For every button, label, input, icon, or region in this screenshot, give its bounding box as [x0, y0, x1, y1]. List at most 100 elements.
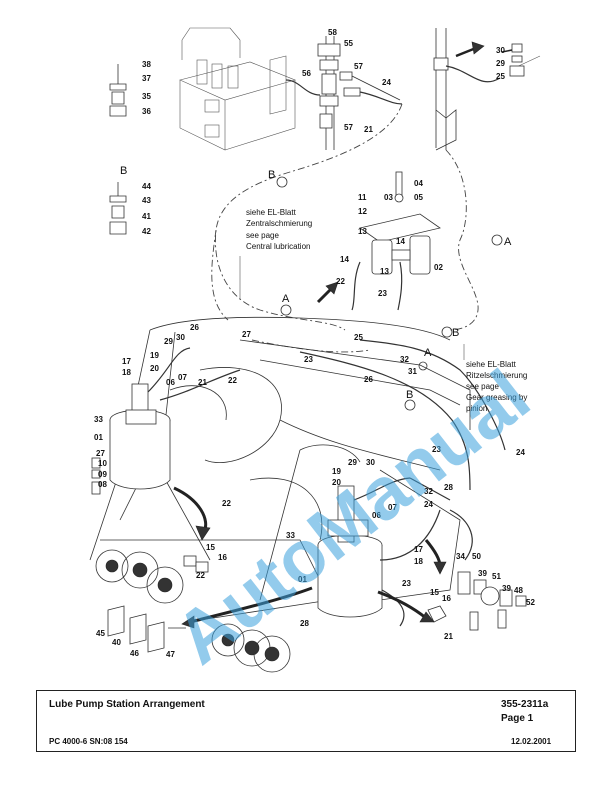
part-label: 24 — [424, 500, 433, 509]
part-label: 14 — [340, 255, 349, 264]
part-label: 38 — [142, 60, 151, 69]
machine-frame — [89, 316, 471, 621]
callout-b-top: B — [268, 169, 275, 181]
callout-b-circle-lower — [404, 399, 416, 411]
part-label: 28 — [300, 619, 309, 628]
svg-text:Ritzelschmierung: Ritzelschmierung — [466, 371, 527, 380]
rollers-left — [95, 549, 184, 604]
part-label: 04 — [414, 179, 423, 188]
part-label: 32 — [400, 355, 409, 364]
part-label: 50 — [472, 552, 481, 561]
title-block: Lube Pump Station Arrangement 355-2311a … — [36, 690, 576, 752]
doc-number: 355-2311a — [501, 699, 549, 710]
svg-text:Zentralschmierung: Zentralschmierung — [246, 219, 312, 228]
part-label: 27 — [242, 330, 251, 339]
part-label: 31 — [408, 367, 417, 376]
pump-tank-right — [317, 477, 441, 627]
part-label: 06 — [372, 511, 381, 520]
part-label: 13 — [358, 227, 367, 236]
part-label: 19 — [332, 467, 341, 476]
part-label: 15 — [206, 543, 215, 552]
callout-a-mid: A — [282, 293, 290, 305]
part-label: 02 — [434, 263, 443, 272]
pump-tank-left — [109, 347, 241, 490]
part-label: 22 — [222, 499, 231, 508]
part-label: 26 — [364, 375, 373, 384]
part-label: 07 — [388, 503, 397, 512]
part-label: 07 — [178, 373, 187, 382]
part-label: 43 — [142, 196, 151, 205]
part-label: 16 — [442, 594, 451, 603]
part-label: 21 — [444, 632, 453, 641]
part-label: 28 — [444, 483, 453, 492]
part-label: 45 — [96, 629, 105, 638]
pump-block-drawing — [179, 27, 321, 151]
lube-pump-diagram: B A A B A B B siehe EL-Blatt Zentralschm… — [89, 27, 545, 680]
part-label: 42 — [142, 227, 151, 236]
note-central-lubrication: siehe EL-Blatt Zentralschmierung see pag… — [246, 208, 312, 251]
note-pinion-greasing: siehe EL-Blatt Ritzelschmierung see page… — [466, 360, 527, 413]
part-label: 29 — [496, 59, 505, 68]
part-label: 44 — [142, 182, 151, 191]
part-label: 57 — [344, 123, 353, 132]
part-label: 47 — [166, 650, 175, 659]
drawing-date: 12.02.2001 — [511, 737, 552, 746]
part-label: 30 — [366, 458, 375, 467]
part-label: 25 — [496, 72, 505, 81]
part-label: 13 — [380, 267, 389, 276]
part-label: 46 — [130, 649, 139, 658]
part-label: 10 — [98, 459, 107, 468]
part-label: 25 — [354, 333, 363, 342]
page-number: Page 1 — [501, 713, 534, 724]
callout-b-lower: B — [406, 389, 413, 401]
part-label: 06 — [166, 378, 175, 387]
part-label: 33 — [94, 415, 103, 424]
part-label: 30 — [496, 46, 505, 55]
distribution-hoses — [299, 339, 506, 561]
part-label: 16 — [218, 553, 227, 562]
part-label: 21 — [364, 125, 373, 134]
watermark: AutoManual — [160, 354, 545, 680]
svg-text:see page: see page — [246, 231, 279, 240]
part-label: 57 — [354, 62, 363, 71]
part-label: 09 — [98, 470, 107, 479]
part-label: 17 — [122, 357, 131, 366]
svg-text:Gear greasing by: Gear greasing by — [466, 393, 527, 402]
part-label: 20 — [332, 478, 341, 487]
part-label: 39 — [478, 569, 487, 578]
part-label: 24 — [382, 78, 391, 87]
clamp-set-2 — [109, 182, 127, 235]
callout-a-circle-mid — [280, 304, 292, 316]
part-label: 18 — [414, 557, 423, 566]
part-label: 29 — [348, 458, 357, 467]
part-label: 01 — [298, 575, 307, 584]
drawing-title: Lube Pump Station Arrangement — [49, 699, 205, 710]
callout-b-circle-right — [441, 326, 453, 338]
part-label: 23 — [378, 289, 387, 298]
part-label: 20 — [150, 364, 159, 373]
top-valve-assembly — [317, 36, 403, 150]
svg-text:siehe EL-Blatt: siehe EL-Blatt — [466, 360, 517, 369]
part-label: 36 — [142, 107, 151, 116]
callout-b-right: B — [452, 327, 459, 339]
pointer-arrows — [173, 41, 513, 629]
part-label: 48 — [514, 586, 523, 595]
svg-text:pinion: pinion — [466, 404, 487, 413]
callout-a-right: A — [504, 236, 512, 248]
part-label: 40 — [112, 638, 121, 647]
part-label: 35 — [142, 92, 151, 101]
rollers-bottom — [211, 623, 291, 673]
filter-assembly — [351, 171, 441, 311]
part-label: 18 — [122, 368, 131, 377]
part-label: 39 — [502, 584, 511, 593]
part-label: 15 — [430, 588, 439, 597]
fitting-group-right — [427, 571, 527, 631]
top-right-tube — [433, 28, 541, 151]
part-label: 21 — [198, 378, 207, 387]
part-label: 58 — [328, 28, 337, 37]
callout-a-circle-pinion — [418, 361, 428, 371]
part-label: 12 — [358, 207, 367, 216]
part-label: 22 — [196, 571, 205, 580]
part-label: 34 — [456, 552, 465, 561]
part-label: 22 — [228, 376, 237, 385]
